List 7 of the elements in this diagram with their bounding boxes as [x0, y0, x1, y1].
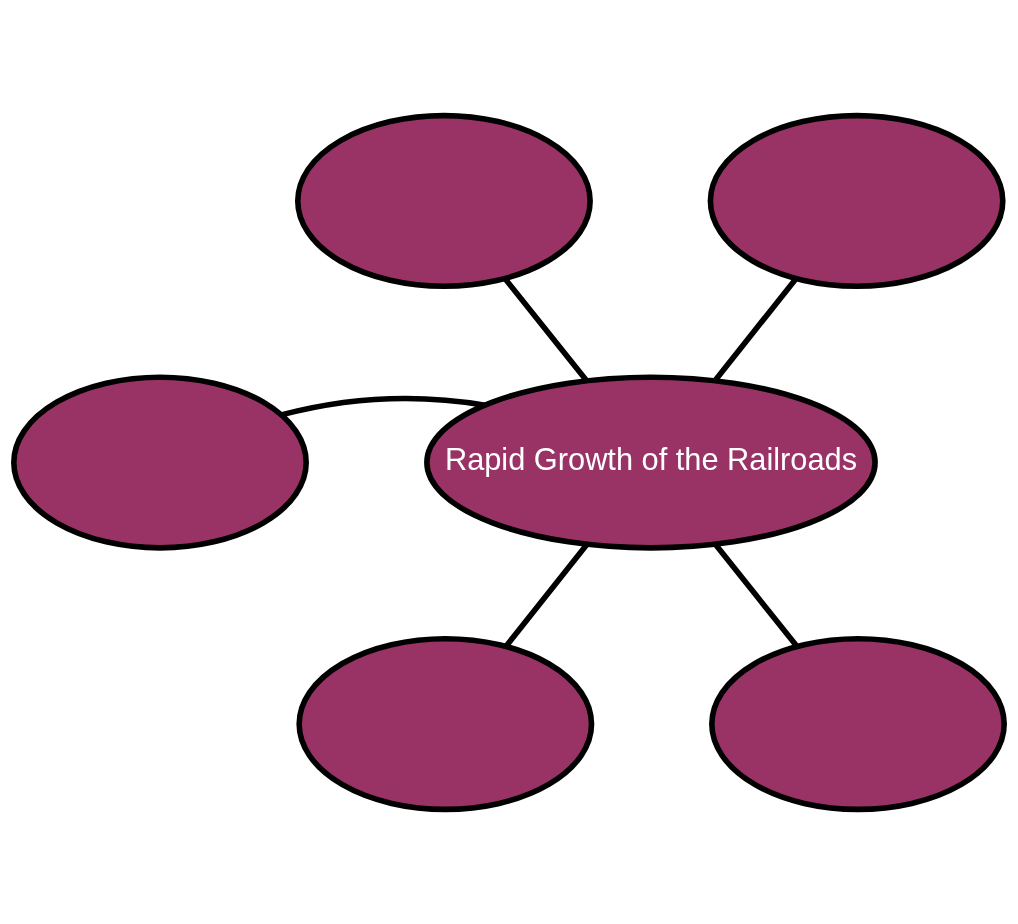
node-ellipse [294, 112, 593, 289]
node-ellipse [296, 635, 595, 812]
node-ellipse [707, 112, 1006, 289]
node-ellipse [11, 373, 309, 551]
node-ellipse [709, 635, 1007, 812]
connector [280, 395, 486, 418]
node-ellipse: Rapid Growth of the Railroads [424, 373, 878, 551]
